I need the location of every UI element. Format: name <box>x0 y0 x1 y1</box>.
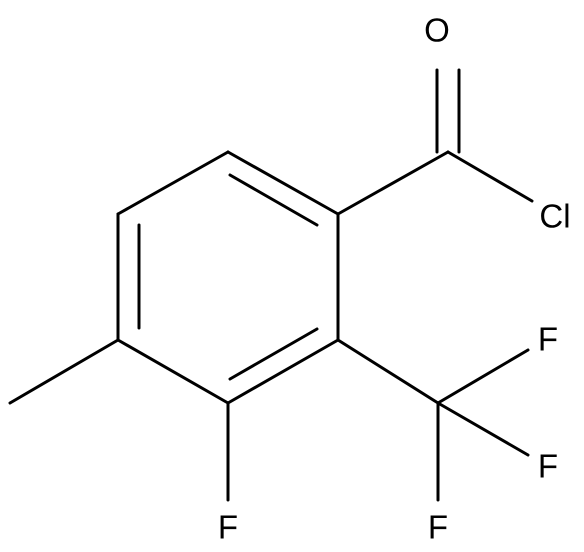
bond-cf3-to-f-top <box>436 348 530 405</box>
bond-cf3-to-f-mid <box>436 401 530 457</box>
bond-ring-upper-left <box>116 150 230 216</box>
bond-ring-to-cf3 <box>336 338 440 405</box>
bond-ring-top-inner <box>228 173 319 227</box>
atom-f-cf3-mid-label: F <box>538 448 558 485</box>
bond-ring-lower-left <box>116 338 230 405</box>
bond-ring-to-methyl <box>8 338 120 405</box>
bond-ring-lower-right <box>226 338 340 405</box>
atom-f-cf3-bot-label: F <box>428 509 448 546</box>
atom-cl-label: Cl <box>539 198 570 235</box>
bond-ring-lower-right-inner <box>228 327 319 381</box>
atom-f-cf3-top-label: F <box>538 321 558 358</box>
atom-o-label: O <box>424 12 450 49</box>
bond-ring-top <box>226 150 340 216</box>
bond-carbonyl-to-cl <box>446 150 534 203</box>
atom-f-ring-label: F <box>218 509 238 546</box>
bond-ring-to-carbonyl <box>336 150 450 216</box>
